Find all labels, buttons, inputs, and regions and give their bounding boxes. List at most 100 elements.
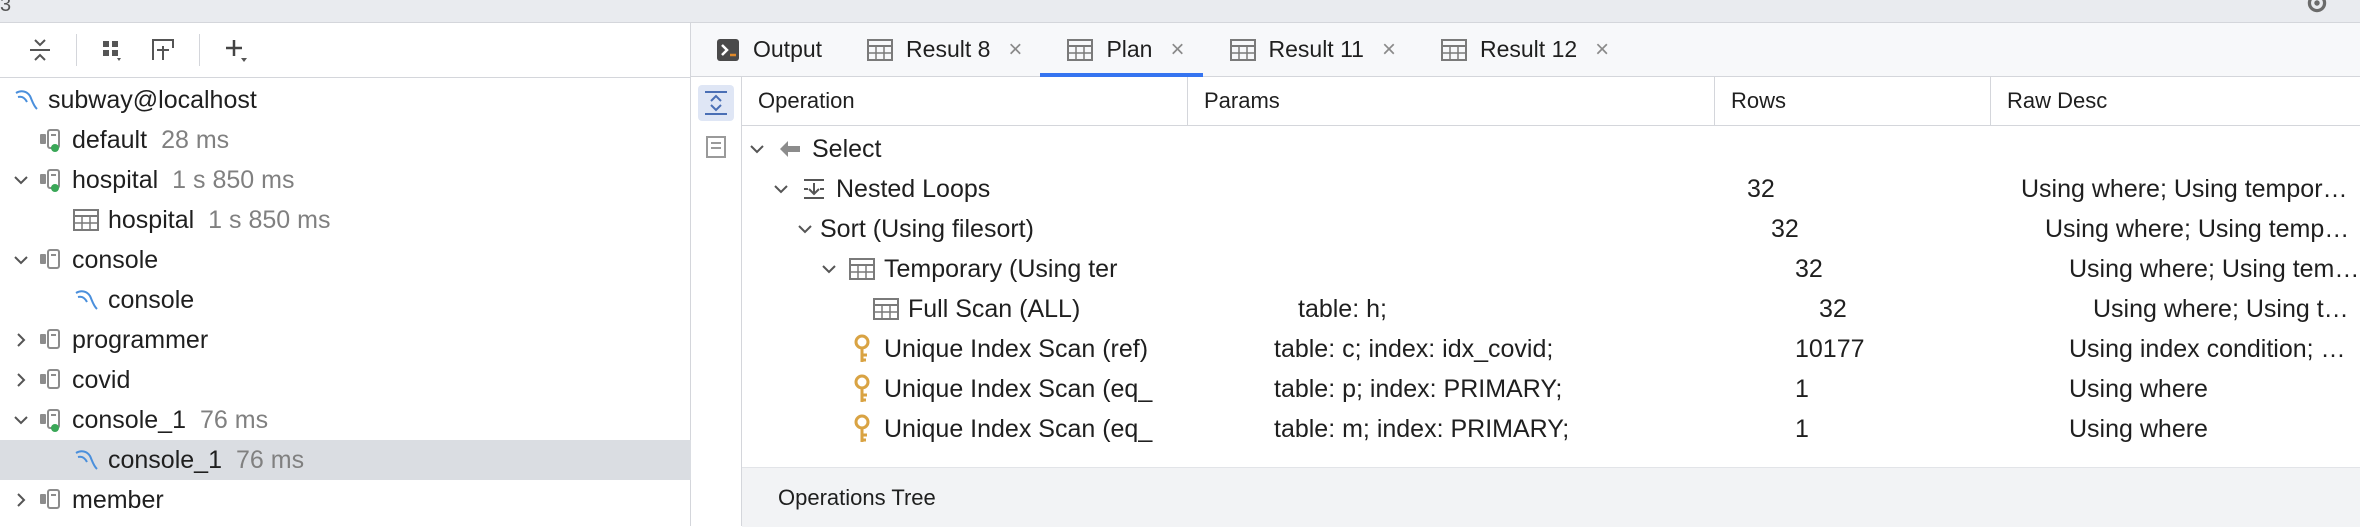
chevron-right-icon[interactable] (8, 367, 34, 393)
close-icon[interactable]: × (1595, 35, 1610, 63)
gear-icon[interactable] (2304, 0, 2330, 16)
cell-operation: Unique Index Scan (ref) (742, 333, 1262, 365)
table-icon (846, 253, 878, 285)
table-icon (70, 204, 102, 236)
session-icon (34, 404, 66, 436)
tree-item-duration: 76 ms (235, 445, 305, 474)
show-diagram-button[interactable] (698, 129, 734, 165)
session-icon (34, 244, 66, 276)
column-header-operation[interactable]: Operation (742, 77, 1188, 125)
toolbar-separator (76, 34, 77, 66)
session-icon (34, 164, 66, 196)
table-icon (866, 38, 894, 62)
cell-rows: 32 (1819, 294, 1847, 323)
collapse-all-icon (30, 39, 50, 61)
plan-grid-header: Operation Params Rows Raw Desc (742, 77, 2360, 126)
new-console-icon (152, 39, 174, 60)
key-icon (846, 333, 878, 365)
column-header-raw-desc[interactable]: Raw Desc (2007, 88, 2108, 113)
arrow-left-icon (774, 133, 806, 165)
cell-operation: Nested Loops (742, 173, 1214, 205)
close-icon[interactable]: × (1170, 35, 1185, 63)
chevron-spacer (816, 376, 842, 402)
chevron-down-icon[interactable] (792, 216, 818, 242)
column-header-rows[interactable]: Rows (1715, 77, 1991, 125)
tree-item[interactable]: covid (0, 360, 698, 400)
chevron-down-icon[interactable] (744, 136, 770, 162)
table-icon (1066, 38, 1094, 62)
tree-item[interactable]: member (0, 480, 698, 520)
tree-item-label: hospital (72, 165, 159, 194)
chevron-spacer (44, 287, 70, 313)
chevron-down-icon[interactable] (816, 256, 842, 282)
table-icon (1229, 38, 1257, 62)
add-icon (226, 40, 247, 62)
tab-result-8[interactable]: Result 8 × (840, 23, 1040, 76)
tab-output[interactable]: Output (691, 23, 840, 76)
cell-raw-desc: Using where; Using tempora… (2021, 174, 2360, 203)
tree-item[interactable]: console (0, 280, 734, 320)
chevron-right-icon[interactable] (8, 487, 34, 513)
key-icon (846, 373, 878, 405)
tab-result-12[interactable]: Result 12× (1414, 23, 1627, 76)
column-header-params[interactable]: Params (1188, 77, 1715, 125)
chevron-spacer (816, 336, 842, 362)
chevron-spacer (44, 207, 70, 233)
tab-operations-tree[interactable]: Operations Tree (778, 484, 936, 510)
chevron-down-icon[interactable] (768, 176, 794, 202)
collapse-all-button[interactable] (20, 30, 60, 70)
plan-row[interactable]: Unique Index Scan (ref)table: c; index: … (742, 329, 2360, 369)
plan-row[interactable]: Unique Index Scan (eq_table: p; index: P… (742, 369, 2360, 409)
chevron-down-icon[interactable] (8, 407, 34, 433)
close-icon[interactable]: × (1381, 35, 1396, 63)
plan-row[interactable]: Unique Index Scan (eq_table: m; index: P… (742, 409, 2360, 449)
tree-item[interactable]: programmer (0, 320, 698, 360)
tree-item[interactable]: console (0, 240, 698, 280)
tree-item[interactable]: subway@localhost (0, 80, 700, 120)
cell-rows: 1 (1795, 414, 1809, 443)
tab-result-11[interactable]: Result 11× (1203, 23, 1414, 76)
cell-raw-desc: Using index condition; Using… (2069, 334, 2360, 363)
table-icon (1440, 38, 1468, 62)
tab-plan[interactable]: Plan× (1040, 23, 1203, 77)
new-console-button[interactable] (143, 30, 183, 70)
datasource-icon (10, 84, 42, 116)
chevron-spacer (44, 447, 70, 473)
chevron-spacer (8, 127, 34, 153)
session-icon (34, 124, 66, 156)
chevron-right-icon[interactable] (8, 327, 34, 353)
tree-item-label: default (72, 125, 148, 154)
cell-operation: Unique Index Scan (eq_ (742, 373, 1262, 405)
tree-item-label: subway@localhost (48, 85, 257, 114)
cell-operation: Full Scan (ALL) (742, 293, 1286, 325)
cell-raw-desc: Using where; Using tempora… (2045, 214, 2360, 243)
tree-item-duration: 76 ms (199, 405, 269, 434)
expand-all-button[interactable] (698, 85, 734, 121)
cell-rows: 32 (1795, 254, 1823, 283)
cell-raw-desc: Using where (2069, 414, 2208, 443)
close-icon[interactable]: × (1008, 35, 1023, 63)
chevron-down-icon[interactable] (8, 167, 34, 193)
console-icon (70, 444, 102, 476)
toolbar-separator (199, 34, 200, 66)
bottom-tab-bar: Operations Tree (742, 467, 2360, 527)
chevron-down-icon[interactable] (8, 247, 34, 273)
group-button[interactable] (93, 30, 133, 70)
add-button[interactable] (216, 30, 256, 70)
tab-label: Result 8 (906, 36, 991, 62)
plan-gutter (691, 77, 742, 526)
cell-params: table: m; index: PRIMARY; (1274, 414, 1570, 443)
plan-row[interactable]: Select (742, 129, 2360, 169)
cell-rows: 10177 (1795, 334, 1865, 363)
